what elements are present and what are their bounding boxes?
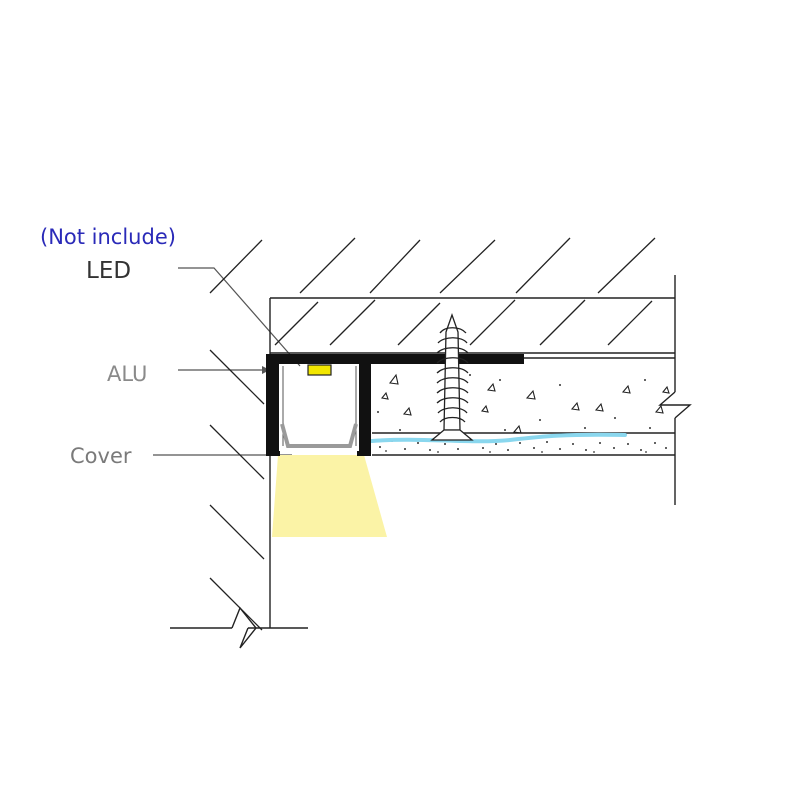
- diffuser-cover: [280, 423, 358, 448]
- profile-left-wall: [266, 354, 279, 455]
- profile-bottom-lip-right: [357, 451, 371, 456]
- adhesive-layer: [370, 432, 627, 444]
- section-break-bottom: [170, 606, 308, 649]
- led-label: LED: [86, 258, 131, 284]
- screw-icon: [430, 313, 474, 441]
- board-aggregate-dots: [379, 440, 667, 453]
- aluminium-profile: [266, 354, 524, 456]
- led-leader-line: [178, 267, 301, 367]
- ceiling-slab: [209, 237, 675, 359]
- profile-right-wall: [359, 358, 371, 455]
- profile-bottom-lip: [266, 451, 280, 456]
- cavity-aggregate-marks: [380, 373, 670, 434]
- side-wall: [209, 298, 271, 631]
- cover-label: Cover: [70, 444, 132, 468]
- wall-hatching: [209, 349, 265, 631]
- ceiling-board-layer: [372, 432, 675, 456]
- profile-top-flange: [266, 354, 524, 364]
- profile-channel-inner: [282, 366, 357, 446]
- cavity-aggregate-dots: [377, 374, 651, 431]
- light-beam: [272, 455, 387, 537]
- not-included-note: (Not include): [40, 225, 176, 249]
- alu-label: ALU: [107, 362, 147, 386]
- slab-hatching: [209, 237, 656, 346]
- led-chip: [307, 364, 332, 376]
